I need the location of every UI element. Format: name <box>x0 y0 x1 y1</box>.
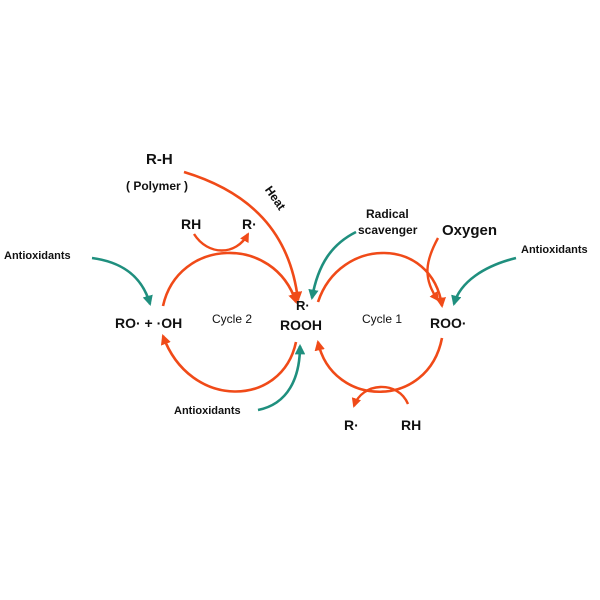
cycle1-label: Cycle 1 <box>362 312 402 326</box>
cycle1-lower-arc <box>314 337 444 394</box>
oxygen-label: Oxygen <box>442 222 497 239</box>
cycle1-upper-arc <box>316 251 446 309</box>
roo-label: ROO· <box>430 315 467 331</box>
radical-scavenger-line1: Radical <box>366 207 409 221</box>
antioxidants-bottom-label: Antioxidants <box>174 405 241 417</box>
r-bottom-label: R· <box>344 417 359 433</box>
cycle2-upper-arc <box>161 251 299 307</box>
r-top-label: R· <box>242 216 257 232</box>
heat-arrow <box>183 170 303 303</box>
antioxidants-bottom-arrow <box>257 343 306 412</box>
polymer-label: ( Polymer ) <box>126 179 188 193</box>
cycle2-lower-arc <box>160 334 298 393</box>
heat-label: Heat <box>262 183 288 212</box>
antioxidants-left-arrow <box>91 256 153 306</box>
rh-to-r-bottom-arrow <box>351 385 410 408</box>
antioxidants-left-label: Antioxidants <box>4 250 71 262</box>
r-center-label: R· <box>296 298 310 313</box>
antioxidants-right-label: Antioxidants <box>521 244 588 256</box>
rooh-label: ROOH <box>280 317 322 333</box>
cycle2-label: Cycle 2 <box>212 312 252 326</box>
rh-bottom-label: RH <box>401 417 421 433</box>
antioxidants-right-arrow <box>451 256 517 307</box>
ro-oh-label: RO· + ·OH <box>115 315 182 331</box>
rh-to-r-top-arrow <box>192 232 250 252</box>
radical-scavenger-arrow <box>308 230 357 301</box>
oxygen-arrow <box>426 237 440 302</box>
rh-top-label: RH <box>181 216 201 232</box>
rh-polymer-label: R-H <box>146 151 173 168</box>
radical-scavenger-line2: scavenger <box>358 223 418 237</box>
